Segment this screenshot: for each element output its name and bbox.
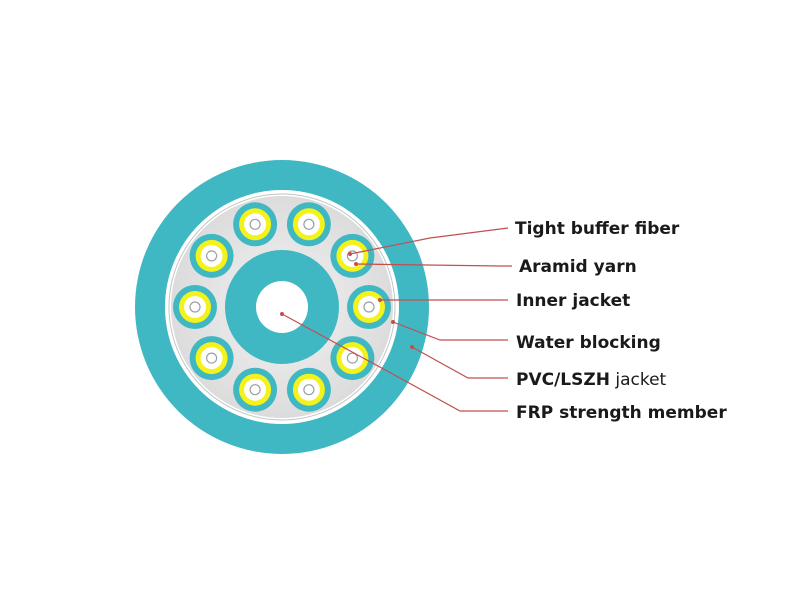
tight-buffer-fiber <box>347 285 391 329</box>
tight-buffer-fibers <box>173 202 391 412</box>
tight-buffer-fiber <box>286 367 331 412</box>
label-aramid-yarn: Aramid yarn <box>519 257 637 277</box>
label-inner-jacket: Inner jacket <box>516 291 630 311</box>
label-pvc-lszh-jacket: PVC/LSZH jacket <box>516 370 667 390</box>
water-blocking-edge <box>168 193 396 421</box>
leader-tight-buffer-fiber <box>349 227 509 255</box>
label-pvc-lszh-jacket-rest: jacket <box>610 370 667 390</box>
tight-buffer-fiber <box>286 202 331 247</box>
tight-buffer-fiber <box>233 202 278 247</box>
label-tight-buffer-fiber: Tight buffer fiber <box>515 219 680 239</box>
fiber-core <box>346 352 358 364</box>
leader-dot-aramid-yarn <box>354 262 358 266</box>
fiber-core <box>303 384 315 396</box>
label-water-blocking: Water blocking <box>516 333 661 353</box>
leader-aramid-yarn <box>355 263 512 267</box>
leader-frp-strength-member <box>281 313 508 412</box>
tight-buffer-fiber <box>189 233 234 278</box>
leader-pvc-lszh-jacket <box>411 346 508 379</box>
fiber-core <box>206 250 218 262</box>
label-frp-strength-member: FRP strength member <box>516 403 727 423</box>
leader-water-blocking <box>392 321 508 341</box>
tight-buffer-fiber <box>330 336 375 381</box>
fiber-core <box>303 218 315 230</box>
fiber-core <box>249 218 261 230</box>
tight-buffer-fiber <box>189 336 234 381</box>
leader-dot-frp-strength-member <box>280 312 284 316</box>
frp-strength-member <box>256 281 308 333</box>
leader-dot-pvc-lszh-jacket <box>410 345 414 349</box>
fiber-core <box>206 352 218 364</box>
fiber-core <box>363 301 375 313</box>
tight-buffer-fiber <box>330 233 375 278</box>
tight-buffer-fiber <box>173 285 217 329</box>
leader-dot-inner-jacket <box>378 298 382 302</box>
leader-dot-water-blocking <box>391 320 395 324</box>
fiber-core <box>189 301 201 313</box>
fiber-core <box>249 384 261 396</box>
label-pvc-lszh-jacket-bold: PVC/LSZH <box>516 370 610 390</box>
tight-buffer-fiber <box>233 367 278 412</box>
leader-lines <box>280 227 512 412</box>
leader-dot-tight-buffer-fiber <box>348 252 352 256</box>
